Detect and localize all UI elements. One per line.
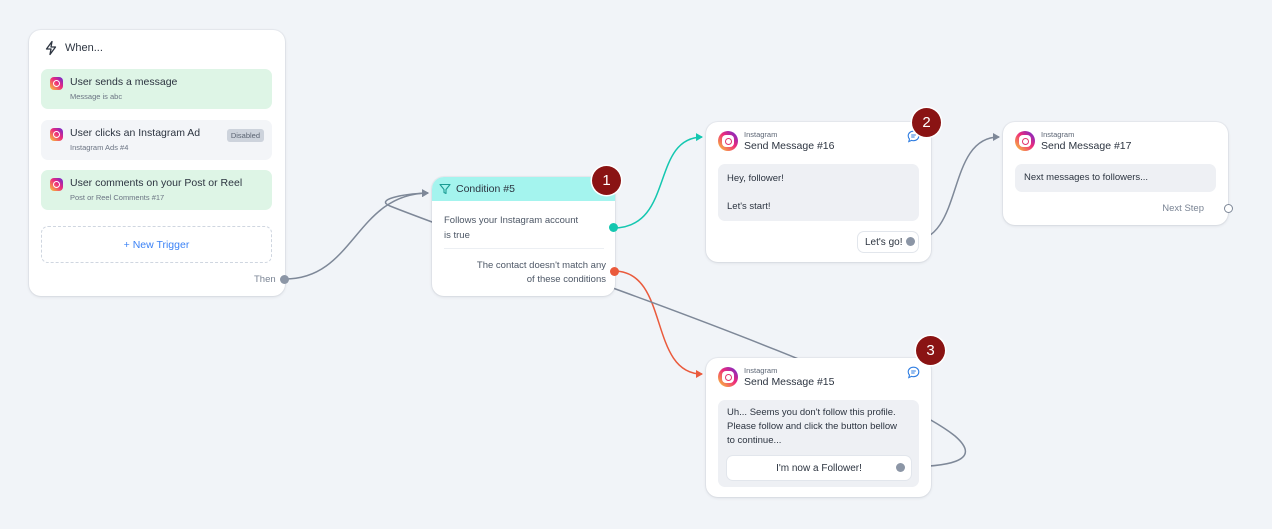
condition-node[interactable]: Condition #5 Follows your Instagram acco…: [432, 177, 619, 296]
disabled-badge: Disabled: [226, 129, 264, 142]
message-text-line: Hey, follower!: [727, 173, 784, 184]
divider: [444, 248, 604, 249]
trigger-subtitle: Message is abc: [70, 92, 123, 101]
match-rule-line-2: is true: [444, 230, 470, 241]
new-trigger-button[interactable]: + New Trigger: [41, 226, 272, 263]
next-step-label: Next Step: [1162, 203, 1204, 214]
wire-match-to-message-16: [612, 133, 703, 229]
condition-title: Condition #5: [456, 183, 515, 195]
trigger-item-comment[interactable]: User comments on your Post or Reel Post …: [41, 170, 272, 210]
trigger-subtitle: Instagram Ads #4: [70, 143, 129, 152]
message-text: Hey, follower! Let's start!: [718, 164, 919, 221]
annotation-badge-3: 3: [916, 336, 945, 365]
match-output-port[interactable]: [609, 223, 618, 232]
lets-go-output-port[interactable]: [906, 237, 915, 246]
send-message-16-node[interactable]: Instagram Send Message #16 Hey, follower…: [706, 122, 931, 262]
trigger-item-ad-click[interactable]: User clicks an Instagram Ad Instagram Ad…: [41, 120, 272, 160]
nomatch-line-2: of these conditions: [526, 274, 606, 285]
lightning-icon: [45, 40, 57, 56]
wire-nomatch-to-message-15: [613, 270, 703, 378]
instagram-icon: [1015, 131, 1035, 151]
message-text-line: Please follow and click the button bello…: [727, 421, 898, 432]
channel-label: Instagram: [744, 366, 778, 375]
message-title: Send Message #15: [744, 376, 835, 388]
follower-output-port[interactable]: [896, 463, 905, 472]
annotation-badge-2: 2: [912, 108, 941, 137]
chat-bubble-icon[interactable]: [907, 366, 920, 379]
then-output-port[interactable]: [280, 275, 289, 284]
instagram-icon: [50, 77, 63, 90]
trigger-node-header: When...: [43, 40, 103, 56]
send-message-15-node[interactable]: Instagram Send Message #15 Uh... Seems y…: [706, 358, 931, 497]
nomatch-output-port[interactable]: [610, 267, 619, 276]
instagram-icon: [50, 178, 63, 191]
nomatch-line-1: The contact doesn't match any: [476, 260, 606, 271]
instagram-icon: [50, 128, 63, 141]
channel-label: Instagram: [744, 130, 778, 139]
trigger-item-message[interactable]: User sends a message Message is abc: [41, 69, 272, 109]
message-title: Send Message #16: [744, 140, 835, 152]
match-rule-line-1: Follows your Instagram account: [444, 215, 579, 226]
trigger-node[interactable]: When... User sends a message Message is …: [29, 30, 289, 296]
message-title: Send Message #17: [1041, 140, 1132, 152]
send-message-17-node[interactable]: Instagram Send Message #17 Next messages…: [1003, 122, 1233, 225]
annotation-badge-1: 1: [592, 166, 621, 195]
message-text-line: Uh... Seems you don't follow this profil…: [727, 407, 896, 418]
message-text-line: to continue...: [727, 435, 782, 446]
next-step-output-port[interactable]: [1224, 204, 1233, 213]
condition-header: Condition #5: [432, 177, 615, 201]
button-label: Let's go!: [865, 236, 903, 248]
message-text: Next messages to followers...: [1015, 164, 1216, 192]
then-label: Then: [254, 274, 276, 285]
trigger-title: User clicks an Instagram Ad: [70, 127, 201, 139]
instagram-icon: [718, 367, 738, 387]
channel-label: Instagram: [1041, 130, 1075, 139]
trigger-title: User sends a message: [70, 76, 178, 88]
wire-then-to-condition: [284, 189, 429, 280]
filter-icon: [439, 183, 451, 195]
trigger-subtitle: Post or Reel Comments #17: [70, 193, 165, 202]
message-text-line: Let's start!: [727, 201, 771, 212]
trigger-title: User comments on your Post or Reel: [70, 177, 243, 189]
im-now-a-follower-button[interactable]: I'm now a Follower!: [727, 456, 911, 480]
trigger-node-title: When...: [65, 42, 103, 54]
button-label: I'm now a Follower!: [776, 462, 862, 474]
instagram-icon: [718, 131, 738, 151]
